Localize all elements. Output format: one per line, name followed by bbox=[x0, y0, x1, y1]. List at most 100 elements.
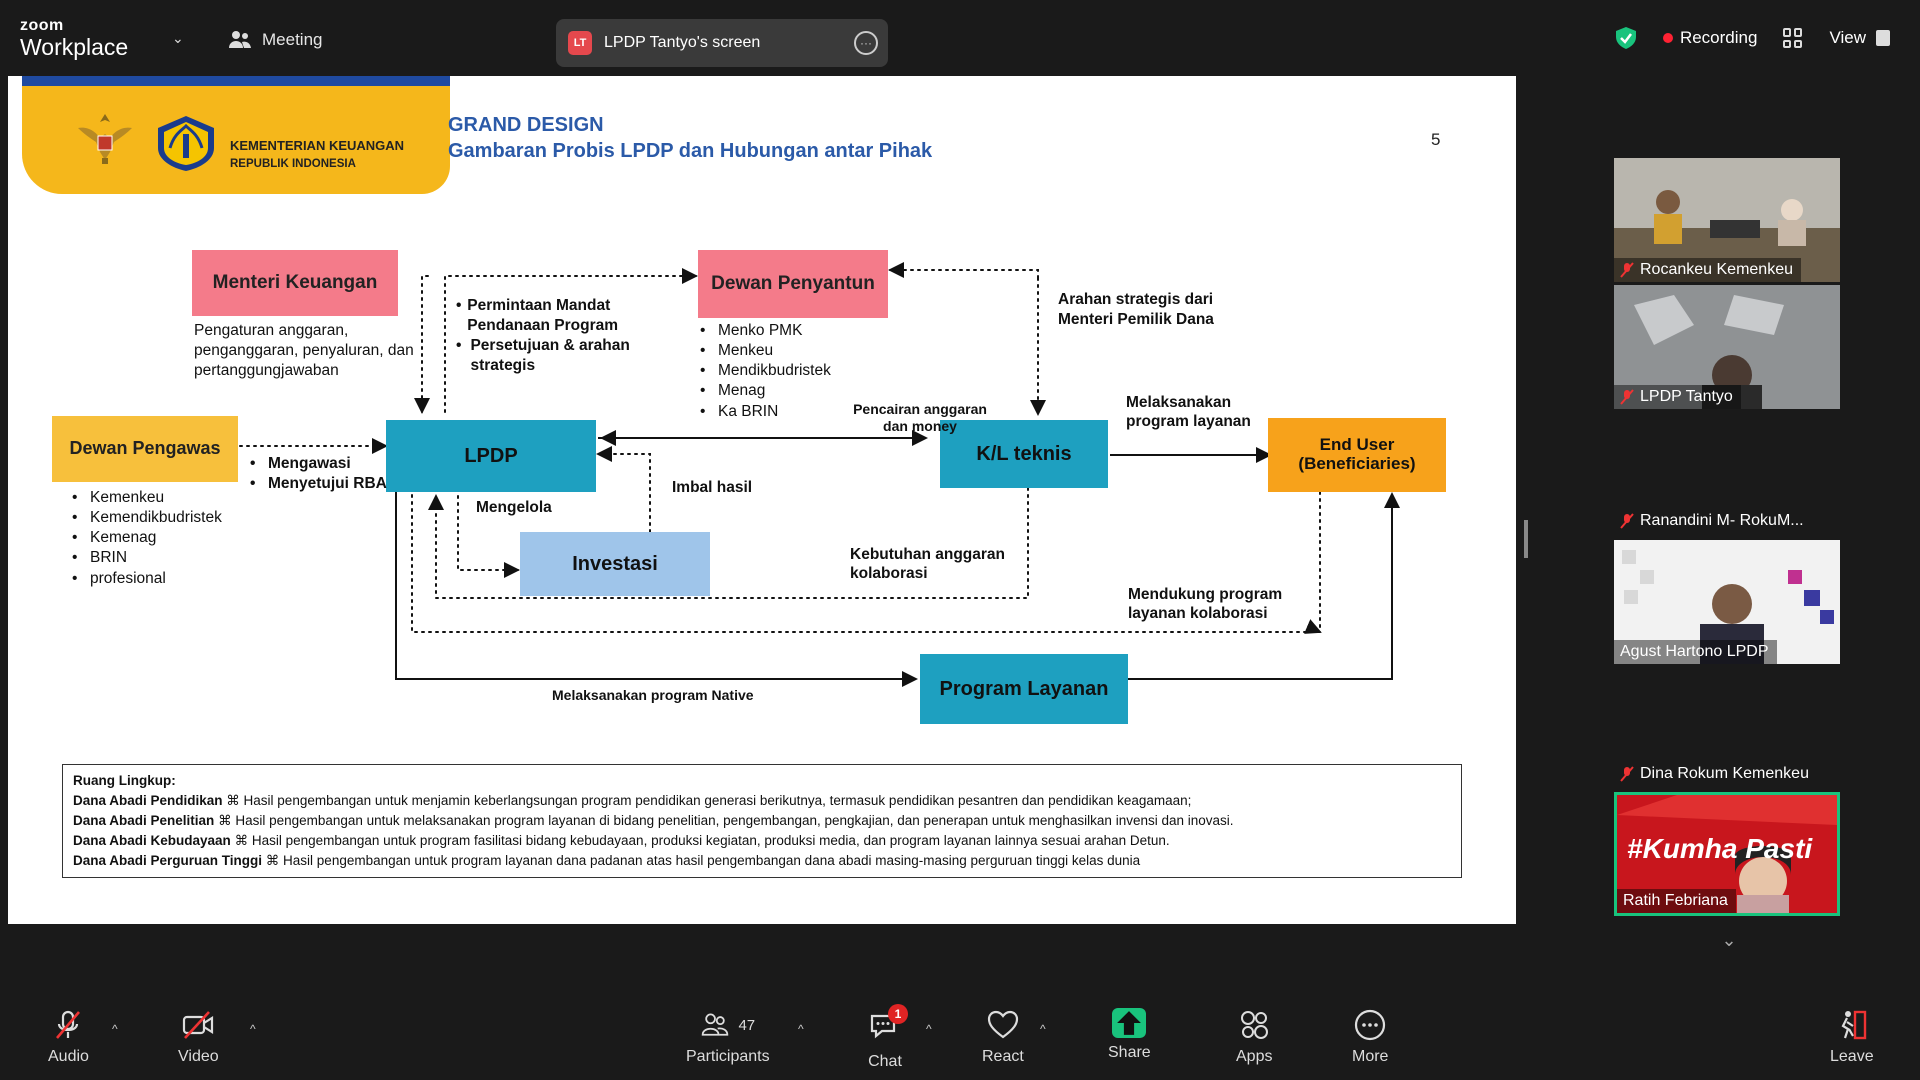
ministry-line1: KEMENTERIAN KEUANGAN bbox=[230, 138, 405, 153]
leave-label: Leave bbox=[1830, 1048, 1874, 1065]
participants-options-caret[interactable]: ^ bbox=[798, 1022, 804, 1036]
participant-tile[interactable]: Dina Rokum Kemenkeu bbox=[1620, 765, 1809, 783]
more-icon bbox=[1355, 1009, 1386, 1041]
more-button[interactable]: More bbox=[1352, 1008, 1388, 1066]
scope-row-label: Dana Abadi Perguruan Tinggi bbox=[73, 852, 263, 868]
box-lpdp: LPDP bbox=[386, 420, 596, 492]
mic-muted-icon bbox=[1620, 766, 1634, 782]
screen-share-pill[interactable]: LT LPDP Tantyo's screen ··· bbox=[556, 19, 888, 67]
scope-row-label: Dana Abadi Pendidikan bbox=[73, 792, 223, 808]
permintaan-item: Persetujuan & arahan strategis bbox=[454, 336, 654, 376]
security-shield-icon[interactable] bbox=[1615, 26, 1637, 50]
pencairan-label: Pencairan anggaran dan money bbox=[853, 401, 987, 434]
kebutuhan-label: Kebutuhan anggaran kolaborasi bbox=[850, 546, 1006, 582]
participant-name: Ratih Febriana bbox=[1623, 892, 1728, 909]
box-program-layanan: Program Layanan bbox=[920, 654, 1128, 724]
view-label: View bbox=[1829, 28, 1866, 47]
recording-indicator[interactable]: Recording bbox=[1662, 28, 1757, 48]
participants-button[interactable]: 47 Participants bbox=[686, 1008, 770, 1066]
audio-options-caret[interactable]: ^ bbox=[112, 1022, 118, 1036]
apps-icon bbox=[1241, 1011, 1269, 1039]
slide-title: GRAND DESIGN Gambaran Probis LPDP dan Hu… bbox=[448, 114, 932, 163]
mic-muted-icon bbox=[1620, 262, 1634, 278]
video-feed bbox=[1614, 158, 1840, 282]
slide-title-line1: GRAND DESIGN bbox=[448, 114, 604, 136]
people-icon bbox=[229, 31, 251, 48]
participant-name: Ranandini M- RokuM... bbox=[1640, 512, 1804, 529]
box-menteri-keuangan: Menteri Keuangan bbox=[192, 250, 398, 316]
mengawasi-item: Menyetujui RBA bbox=[248, 474, 388, 494]
mic-muted-icon bbox=[56, 1010, 81, 1039]
react-options-caret[interactable]: ^ bbox=[1040, 1022, 1046, 1036]
tile-banner-text: #Kumha Pasti bbox=[1627, 833, 1813, 864]
kemenkeu-logo-icon bbox=[158, 116, 214, 171]
participant-name: LPDP Tantyo bbox=[1640, 388, 1733, 405]
zoom-workplace-logo[interactable]: zoom Workplace bbox=[20, 18, 128, 59]
video-options-caret[interactable]: ^ bbox=[250, 1022, 256, 1036]
participant-name: Agust Hartono LPDP bbox=[1620, 643, 1769, 660]
participants-icon bbox=[702, 1013, 729, 1036]
box-investasi: Investasi bbox=[520, 532, 710, 596]
imbal-hasil-label: Imbal hasil bbox=[672, 479, 753, 496]
participant-tile[interactable]: LPDP Tantyo bbox=[1614, 285, 1840, 409]
box-kl-teknis: K/L teknis bbox=[940, 420, 1108, 488]
more-options-icon[interactable]: ··· bbox=[854, 31, 878, 55]
view-button[interactable]: View bbox=[1829, 28, 1890, 48]
mengelola-label: Mengelola bbox=[476, 499, 552, 516]
slide-page-number: 5 bbox=[1431, 130, 1441, 149]
apps-button[interactable]: Apps bbox=[1236, 1008, 1272, 1066]
chevron-down-icon[interactable]: ⌄ bbox=[172, 30, 184, 46]
presenter-avatar: LT bbox=[568, 31, 592, 55]
box-end-user: End User (Beneficiaries) bbox=[1268, 418, 1446, 492]
pengawas-member: profesional bbox=[70, 569, 260, 589]
penyantun-member: Menkeu bbox=[698, 341, 888, 361]
react-button[interactable]: React bbox=[982, 1008, 1024, 1066]
scope-row-text: ⌘ Hasil pengembangan untuk program fasil… bbox=[234, 832, 1170, 848]
scope-row: Dana Abadi Kebudayaan ⌘ Hasil pengembang… bbox=[73, 831, 1451, 851]
ministry-name: KEMENTERIAN KEUANGAN REPUBLIK INDONESIA bbox=[230, 136, 404, 173]
video-feed bbox=[1617, 795, 1837, 913]
box-dewan-penyantun: Dewan Penyantun bbox=[698, 250, 888, 318]
view-layout-icon bbox=[1876, 30, 1890, 46]
chat-button[interactable]: 1 Chat bbox=[868, 1004, 908, 1071]
participants-count: 47 bbox=[738, 1016, 756, 1034]
participant-tile-active-speaker[interactable]: #Kumha Pasti Ratih Febriana bbox=[1614, 792, 1840, 916]
video-button[interactable]: Video bbox=[178, 1008, 219, 1066]
react-label: React bbox=[982, 1048, 1024, 1065]
penyantun-member: Mendikbudristek bbox=[698, 361, 888, 381]
menteri-description: Pengaturan anggaran, penganggaran, penya… bbox=[194, 322, 414, 380]
participant-tile[interactable]: Ranandini M- RokuM... bbox=[1620, 512, 1804, 530]
share-button[interactable]: Share bbox=[1108, 1008, 1151, 1062]
participants-label: Participants bbox=[686, 1048, 770, 1065]
chat-options-caret[interactable]: ^ bbox=[926, 1022, 932, 1036]
pengawas-members: Kemenkeu Kemendikbudristek Kemenag BRIN … bbox=[70, 488, 260, 589]
scope-row-text: ⌘ Hasil pengembangan untuk menjamin kebe… bbox=[226, 792, 1192, 808]
leave-button[interactable]: Leave bbox=[1830, 1008, 1874, 1066]
video-feed bbox=[1614, 540, 1840, 664]
participant-name: Rocankeu Kemenkeu bbox=[1640, 261, 1793, 278]
native-label: Melaksanakan program Native bbox=[552, 687, 754, 703]
header-banner-stripe bbox=[22, 76, 450, 86]
share-label: Share bbox=[1108, 1044, 1151, 1061]
share-screen-icon bbox=[1112, 1008, 1147, 1038]
mic-muted-icon bbox=[1620, 389, 1634, 405]
participant-tile[interactable]: Rocankeu Kemenkeu bbox=[1614, 158, 1840, 282]
gallery-grid-icon[interactable] bbox=[1783, 28, 1803, 48]
brand-zoom: zoom bbox=[20, 17, 64, 34]
chevron-down-icon[interactable]: ⌄ bbox=[1721, 930, 1737, 950]
permintaan-list: Permintaan Mandat Pendanaan Program Pers… bbox=[454, 296, 654, 377]
scope-row: Dana Abadi Pendidikan ⌘ Hasil pengembang… bbox=[73, 791, 1451, 811]
participant-tile[interactable]: Agust Hartono LPDP bbox=[1614, 540, 1840, 664]
penyantun-member: Menko PMK bbox=[698, 321, 888, 341]
scope-row: Dana Abadi Penelitian ⌘ Hasil pengembang… bbox=[73, 811, 1451, 831]
leave-icon bbox=[1841, 1010, 1866, 1040]
brand-workplace: Workplace bbox=[20, 34, 129, 60]
audio-button[interactable]: Audio bbox=[48, 1008, 89, 1066]
panel-resize-handle[interactable] bbox=[1524, 520, 1528, 558]
pengawas-member: BRIN bbox=[70, 548, 260, 568]
meeting-button[interactable]: Meeting bbox=[228, 30, 322, 50]
slide-title-line2: Gambaran Probis LPDP dan Hubungan antar … bbox=[448, 140, 933, 162]
shared-slide: KEMENTERIAN KEUANGAN REPUBLIK INDONESIA … bbox=[8, 76, 1516, 924]
scope-row-text: ⌘ Hasil pengembangan untuk program layan… bbox=[265, 852, 1141, 868]
penyantun-members: Menko PMK Menkeu Mendikbudristek Menag K… bbox=[698, 321, 888, 422]
